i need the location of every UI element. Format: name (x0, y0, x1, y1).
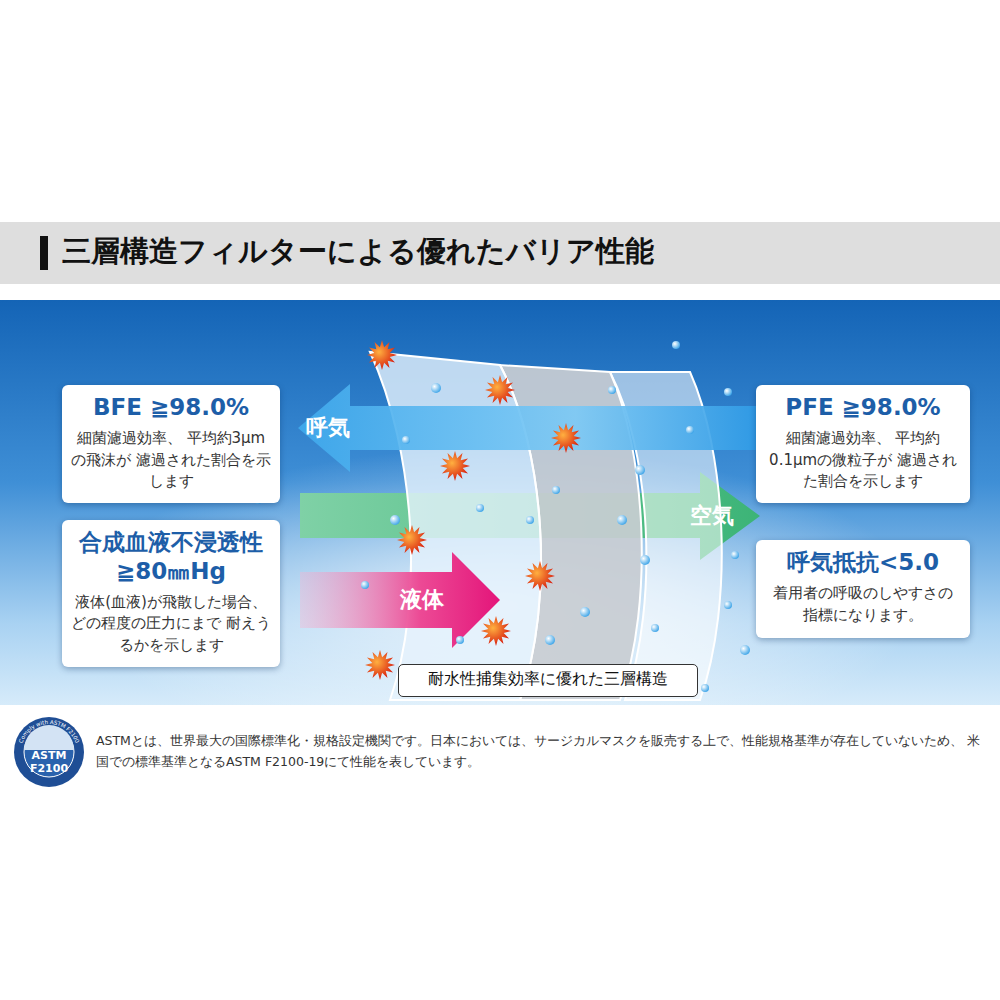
spec-box: 合成血液不浸透性 ≧80㎜Hg 液体(血液)が飛散した場合、 どの程度の圧力にまで… (62, 520, 280, 667)
spec-description: 着用者の呼吸のしやすさの 指標になります。 (764, 583, 962, 627)
spec-box: PFE ≧98.0% 細菌濾過効率、 平均約0.1μmの微粒子が 濾過された割合を… (756, 385, 970, 503)
particle-dot (476, 504, 484, 512)
spec-heading: 合成血液不浸透性 ≧80㎜Hg (70, 528, 272, 586)
bacteria-symbol (525, 561, 555, 591)
bacteria-symbol (551, 423, 581, 453)
particle-dot (456, 636, 464, 644)
spec-heading: 呼気抵抗<5.0 (764, 548, 962, 577)
bacteria-symbol (397, 525, 427, 555)
bacteria-symbol (485, 375, 515, 405)
particle-dot (617, 515, 627, 525)
particle-dot (651, 624, 659, 632)
arrow-label: 液体 (400, 585, 444, 615)
particle-dot (701, 684, 709, 692)
particle-dot (526, 516, 534, 524)
particle-dot (731, 551, 739, 559)
particle-dot (608, 386, 616, 394)
particle-dot (724, 601, 732, 609)
spec-box: BFE ≧98.0% 細菌濾過効率、 平均約3μmの飛沫が 濾過された割合を示しま… (62, 385, 280, 503)
particle-dot (390, 515, 400, 525)
particle-dot (724, 388, 732, 396)
spec-heading: PFE ≧98.0% (764, 393, 962, 422)
badge-ring-text: Comply with ASTM F2100 (18, 719, 81, 744)
particle-dot (740, 645, 750, 655)
bacteria-symbol (481, 616, 511, 646)
svg-text:Comply with ASTM F2100: Comply with ASTM F2100 (18, 719, 81, 744)
footnote: ASTMとは、世界最大の国際標準化・規格設定機関です。日本においては、サージカル… (96, 731, 988, 772)
spec-description: 細菌濾過効率、 平均約3μmの飛沫が 濾過された割合を示します (70, 428, 272, 493)
particle-dot (361, 581, 369, 589)
badge-text: F2100 (0, 763, 98, 774)
spec-box: 呼気抵抗<5.0 着用者の呼吸のしやすさの 指標になります。 (756, 540, 970, 638)
badge-text: ASTM (0, 750, 98, 761)
spec-description: 細菌濾過効率、 平均約0.1μmの微粒子が 濾過された割合を示します (764, 428, 962, 493)
particle-dot (402, 436, 410, 444)
particle-dot (580, 607, 590, 617)
bacteria-symbol (440, 451, 470, 481)
bacteria-symbol (367, 340, 397, 370)
particle-dot (640, 555, 650, 565)
title: 三層構造フィルターによる優れたバリア性能 (62, 232, 654, 272)
label-box: 耐水性捕集効率に優れた三層構造 (398, 664, 698, 697)
spec-description: 液体(血液)が飛散した場合、 どの程度の圧力にまで 耐えうるかを示します (70, 592, 272, 657)
bacteria-symbol (365, 650, 395, 680)
arrow-label: 呼気 (306, 413, 350, 443)
particle-dot (635, 465, 645, 475)
spec-heading: BFE ≧98.0% (70, 393, 272, 422)
particle-dot (686, 426, 694, 434)
particle-dot (672, 341, 680, 349)
box-label: 耐水性捕集効率に優れた三層構造 (407, 669, 689, 690)
particle-dot (545, 635, 555, 645)
title-marker (40, 236, 48, 270)
arrow-label: 空気 (690, 501, 734, 531)
particle-dot (552, 486, 560, 494)
particle-dot (431, 383, 441, 393)
